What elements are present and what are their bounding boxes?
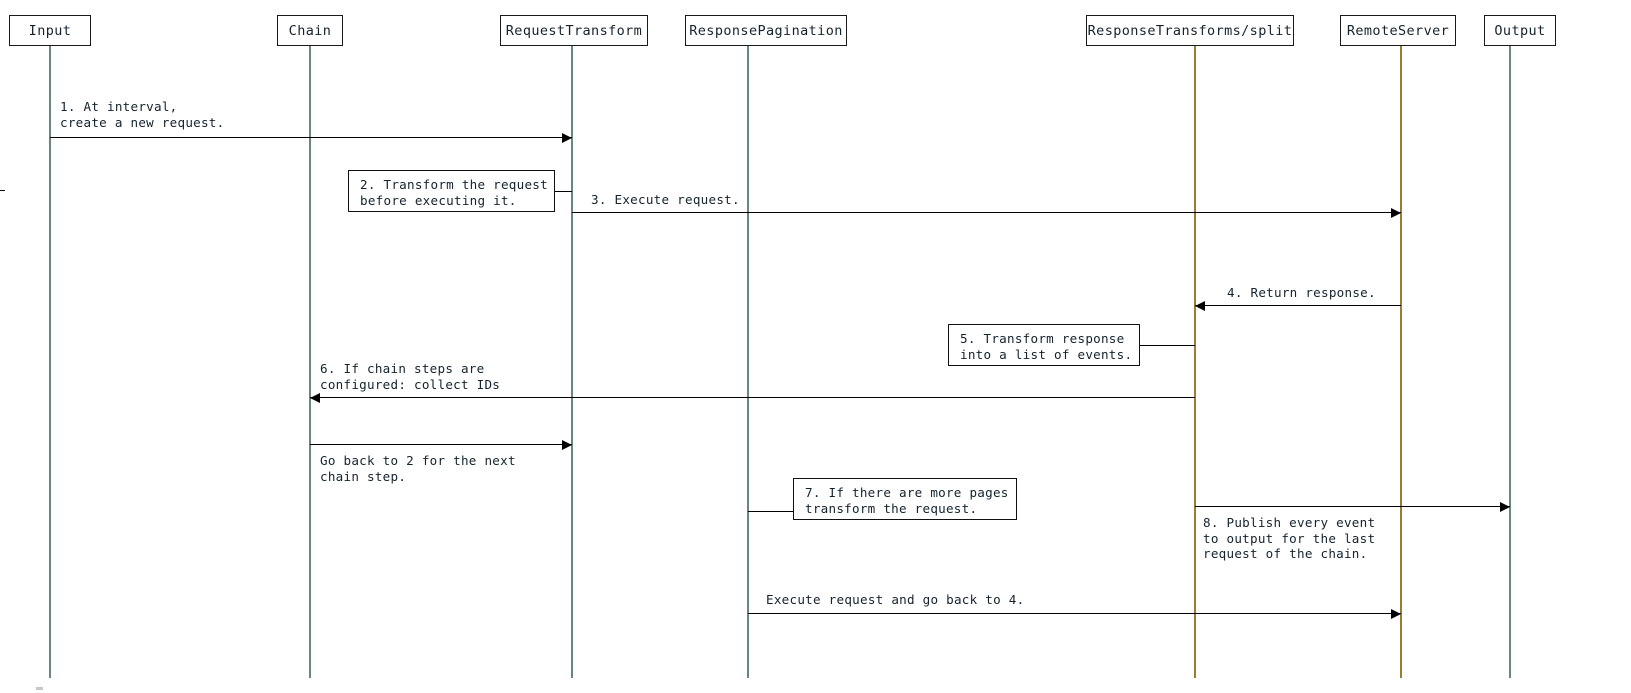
message-line-m8 — [1195, 506, 1510, 507]
participant-box-reqtrans[interactable]: RequestTransform — [500, 15, 648, 46]
message-label-m_exec: Execute request and go back to 4. — [766, 592, 1025, 607]
message-line-m3 — [572, 212, 1401, 213]
message-line-m6 — [310, 397, 1195, 398]
message-line-m_exec — [748, 613, 1401, 614]
participant-box-input[interactable]: Input — [9, 15, 91, 46]
bottom-left-speck — [36, 687, 43, 690]
note-connector-n2 — [554, 191, 572, 192]
message-label-m6: 6. If chain steps are configured: collec… — [320, 361, 501, 392]
participant-label: RequestTransform — [505, 22, 643, 39]
arrow-head-right-m1 — [562, 132, 572, 143]
arrow-head-right-m_goback — [562, 439, 572, 450]
lifeline-reqtrans — [571, 46, 573, 678]
participant-box-remote[interactable]: RemoteServer — [1340, 15, 1456, 46]
message-label-m8: 8. Publish every event to output for the… — [1203, 515, 1376, 562]
lifeline-resppage — [747, 46, 749, 678]
message-line-m1 — [50, 137, 572, 138]
participant-box-chain[interactable]: Chain — [277, 15, 343, 46]
arrow-head-right-m3 — [1391, 207, 1401, 218]
message-label-m_goback: Go back to 2 for the next chain step. — [320, 453, 516, 484]
arrow-head-left-m6 — [310, 392, 320, 403]
left-edge-artifact — [0, 190, 5, 191]
note-connector-n5 — [1139, 345, 1195, 346]
message-label-m4: 4. Return response. — [1227, 285, 1376, 300]
message-line-m_goback — [310, 444, 572, 445]
participant-label: ResponsePagination — [689, 22, 843, 39]
lifeline-chain — [309, 46, 311, 678]
message-line-m4 — [1195, 305, 1401, 306]
lifeline-remote — [1400, 46, 1402, 678]
participant-label: Input — [28, 22, 72, 39]
arrow-head-left-m4 — [1195, 300, 1205, 311]
note-box-n7: 7. If there are more pages transform the… — [793, 478, 1017, 520]
participant-box-output[interactable]: Output — [1484, 15, 1556, 46]
participant-box-resppage[interactable]: ResponsePagination — [685, 15, 847, 46]
participant-box-resptrans[interactable]: ResponseTransforms/split — [1086, 15, 1294, 46]
note-connector-n7 — [748, 511, 793, 512]
arrow-head-right-m8 — [1500, 501, 1510, 512]
arrow-head-right-m_exec — [1391, 608, 1401, 619]
lifeline-output — [1509, 46, 1511, 678]
message-label-m3: 3. Execute request. — [591, 192, 740, 207]
note-box-n2: 2. Transform the request before executin… — [348, 170, 555, 212]
message-label-m1: 1. At interval, create a new request. — [60, 99, 225, 130]
participant-label: Output — [1494, 22, 1546, 39]
lifeline-resptrans — [1194, 46, 1196, 678]
participant-label: Chain — [288, 22, 332, 39]
lifeline-input — [49, 46, 51, 678]
note-box-n5: 5. Transform response into a list of eve… — [948, 324, 1140, 366]
participant-label: ResponseTransforms/split — [1087, 22, 1293, 39]
participant-label: RemoteServer — [1346, 22, 1450, 39]
